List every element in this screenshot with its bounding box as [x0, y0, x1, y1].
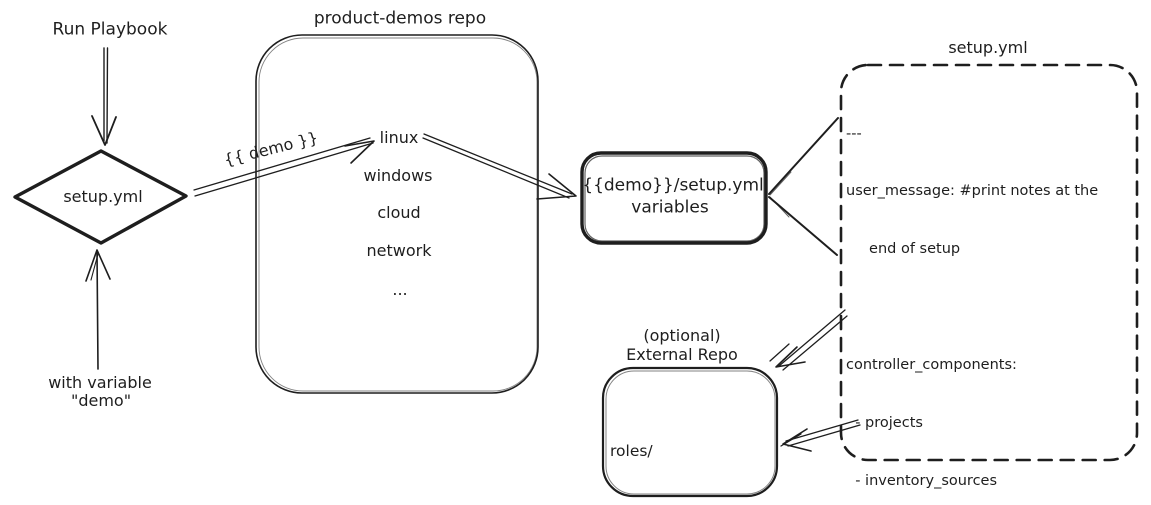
arrow-with-variable-to-diamond	[85, 249, 111, 370]
setupyml-dashed-box-shape	[839, 63, 1139, 462]
external-repo-title-line1: (optional)	[643, 326, 721, 346]
arrow-jobtemplates-to-external-repo	[780, 419, 861, 452]
external-repo-line: playbooks/	[610, 503, 694, 505]
repo-item-windows: windows	[363, 166, 433, 186]
yaml-line: - projects	[846, 415, 923, 432]
variables-box-line2: variables	[631, 197, 709, 218]
arrow-run-playbook-to-diamond	[91, 47, 117, 146]
variables-box-shape	[580, 151, 768, 245]
with-variable-label-line2: "demo"	[70, 391, 132, 411]
yaml-line: user_message: #print notes at the	[846, 183, 1099, 200]
repo-item-network: network	[366, 241, 432, 261]
connector-variables-to-setupyml	[768, 117, 839, 256]
yaml-line: ---	[846, 125, 862, 142]
arrow-diamond-to-linux	[193, 137, 375, 197]
repo-item-cloud: cloud	[377, 203, 421, 223]
repo-box-title: product-demos repo	[313, 8, 487, 29]
diamond-label: setup.yml	[63, 187, 143, 207]
external-repo-box-shape	[601, 366, 779, 498]
external-repo-line: roles/	[610, 442, 653, 460]
with-variable-label-line1: with variable	[48, 373, 152, 393]
external-repo-title-line2: External Repo	[626, 345, 738, 365]
arrow-projects-to-external-repo	[769, 309, 848, 371]
repo-item-ellipsis: ...	[392, 280, 408, 300]
run-playbook-label: Run Playbook	[52, 19, 168, 40]
external-repo-content: roles/ playbooks/ ....	[610, 400, 694, 505]
arrow-linux-to-variables	[422, 133, 577, 200]
repo-item-linux: linux	[379, 128, 419, 148]
yaml-line: - inventory_sources	[846, 472, 998, 489]
setupyml-file-content: --- user_message: #print notes at the en…	[846, 86, 1098, 505]
variables-box-line1: {{demo}}/setup.yml	[582, 175, 764, 196]
repo-box-shape	[255, 34, 539, 394]
setupyml-box-title: setup.yml	[948, 38, 1028, 58]
diamond-shape	[13, 149, 188, 245]
yaml-line: end of setup	[846, 241, 961, 258]
yaml-line: controller_components:	[846, 357, 1017, 374]
yaml-line	[846, 298, 1098, 317]
